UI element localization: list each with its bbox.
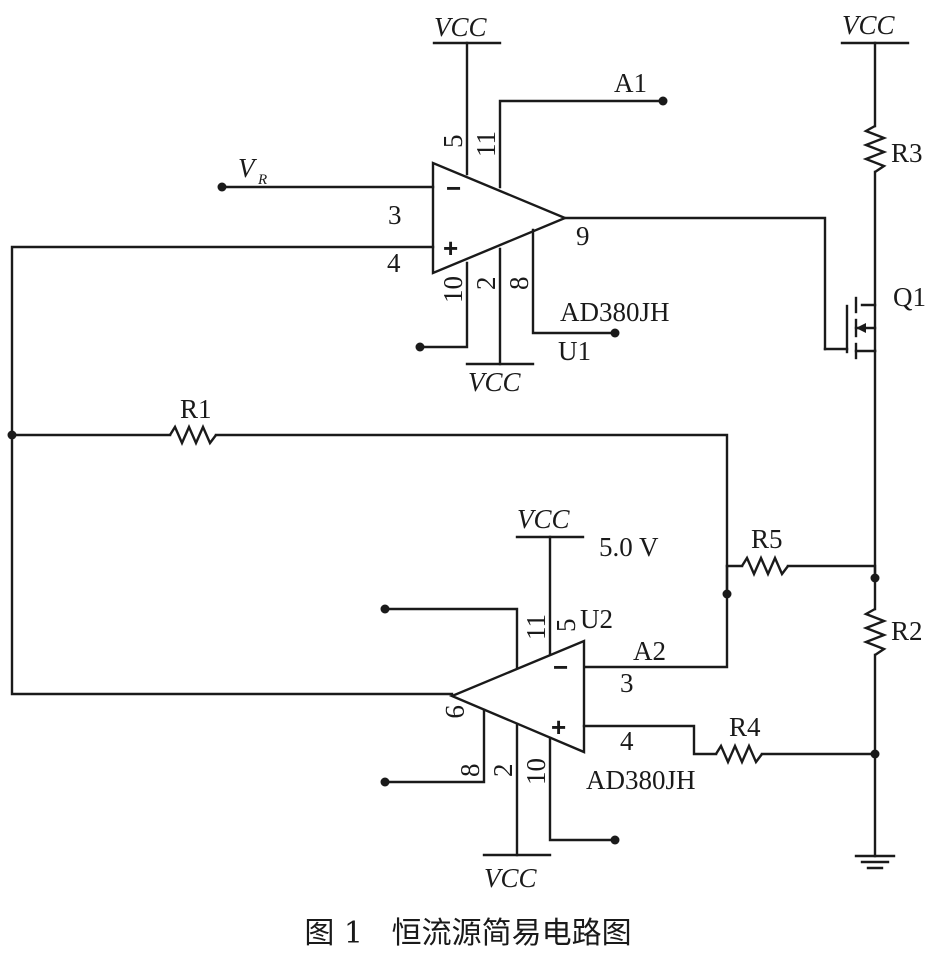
- vcc-label-right: VCC: [842, 10, 896, 40]
- wire-u1-output-to-gate: [563, 216, 827, 351]
- label-a2: A2: [633, 636, 666, 666]
- figure-caption: 图 1 恒流源简易电路图: [304, 916, 631, 951]
- u2-pin-2: 2: [488, 764, 518, 778]
- wire-u1-pin11-a1: [498, 99, 665, 189]
- u1-pin-5: 5: [438, 135, 468, 149]
- u2-part-number: AD380JH: [586, 765, 696, 795]
- vcc-label-u1-top: VCC: [434, 12, 488, 42]
- u1-pin-8: 8: [504, 277, 534, 291]
- terminal-a1: [658, 96, 668, 106]
- label-vr: V: [238, 153, 258, 183]
- u1-part-number: AD380JH: [560, 297, 670, 327]
- label-vr-subscript: R: [257, 172, 267, 188]
- wire-u2-pin8: [383, 708, 486, 784]
- wire-u2-noninverting-to-r4: [582, 724, 718, 756]
- resistor-r1: [168, 424, 217, 446]
- vcc-label-u1-bottom: VCC: [468, 367, 522, 397]
- vcc-label-u2-top: VCC: [517, 504, 571, 534]
- wire-u2-pin10: [548, 736, 617, 842]
- opamp-u1: − +: [431, 161, 569, 275]
- vcc-label-u2-bottom: VCC: [484, 863, 538, 893]
- u2-pin-3: 3: [620, 668, 634, 698]
- terminal-vr: [217, 182, 227, 192]
- label-r3: R3: [891, 138, 923, 168]
- u1-pin-3: 3: [388, 200, 402, 230]
- wire-u1-pin8: [531, 228, 617, 335]
- u1-designator: U1: [558, 336, 591, 366]
- u2-noninverting-sign: +: [551, 712, 566, 742]
- wire-r3-to-drain: [860, 170, 877, 307]
- wire-r5-to-node: [786, 564, 877, 580]
- wire-u2-pin11: [383, 607, 519, 670]
- label-r1: R1: [180, 394, 212, 424]
- u1-noninverting-sign: +: [443, 233, 458, 263]
- u1-pin-4: 4: [387, 248, 401, 278]
- label-a1: A1: [614, 68, 647, 98]
- wire-r1-to-u2-inverting: [214, 433, 729, 669]
- label-q1: Q1: [893, 282, 926, 312]
- u2-pin-8: 8: [455, 764, 485, 778]
- u2-pin-4: 4: [620, 726, 634, 756]
- resistor-r2: [862, 607, 888, 656]
- mosfet-q1: [823, 296, 877, 360]
- u2-inverting-sign: −: [553, 652, 568, 682]
- u2-designator: U2: [580, 604, 613, 634]
- resistor-r4: [714, 743, 763, 765]
- label-r2: R2: [891, 616, 923, 646]
- label-r4: R4: [729, 712, 761, 742]
- terminal-u1-pin8: [610, 328, 620, 338]
- terminal-u2-pin11: [380, 604, 390, 614]
- terminal-u2-pin10: [610, 835, 620, 845]
- u1-pin-9: 9: [576, 221, 590, 251]
- u2-pin-10: 10: [521, 758, 551, 785]
- opamp-u1-body: [431, 161, 569, 275]
- label-r5: R5: [751, 524, 783, 554]
- u2-pin-9: 9: [440, 705, 470, 719]
- u2-pin-11: 11: [521, 614, 551, 640]
- ground-symbol: [854, 854, 896, 870]
- resistor-r5: [740, 555, 789, 577]
- u1-pin-11: 11: [471, 131, 501, 157]
- u1-pin-2: 2: [471, 277, 501, 291]
- resistor-r3: [862, 124, 888, 173]
- wire-u1-noninverting-loop: [10, 245, 454, 696]
- u2-pin-5: 5: [551, 619, 581, 633]
- q1-arrow: [856, 323, 866, 333]
- terminal-u2-pin8: [380, 777, 390, 787]
- wire-u1-pin10: [418, 261, 469, 349]
- u1-inverting-sign: −: [446, 173, 461, 203]
- voltage-label: 5.0 V: [599, 532, 659, 562]
- terminal-u1-pin10: [415, 342, 425, 352]
- u1-vcc-top: VCC: [432, 12, 502, 176]
- u1-pin-10: 10: [438, 276, 468, 303]
